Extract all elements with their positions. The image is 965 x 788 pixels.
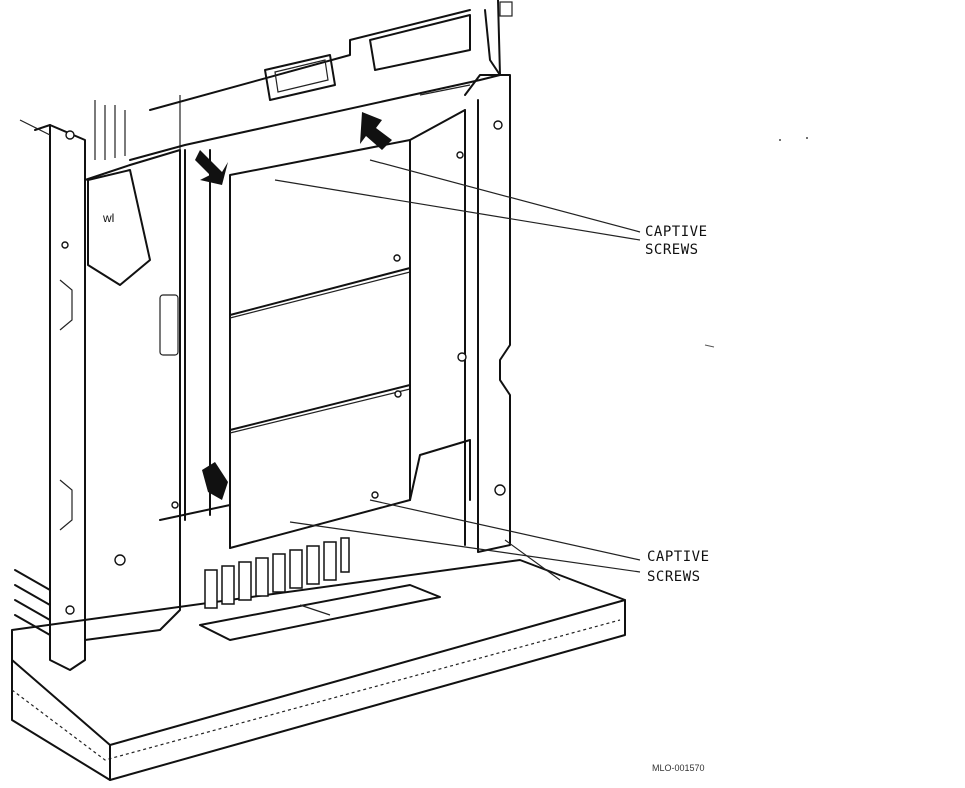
leader-lines bbox=[274, 159, 641, 581]
svg-text:wl: wl bbox=[102, 211, 114, 225]
vent-grille bbox=[204, 537, 350, 609]
top-housing bbox=[129, 0, 513, 161]
figure-id: MLO-001570 bbox=[652, 763, 705, 773]
callout-top-line1: CAPTIVE bbox=[645, 224, 708, 240]
arrow-top-right bbox=[360, 112, 392, 150]
removal-arrows bbox=[195, 112, 392, 500]
leader-top-a bbox=[274, 179, 641, 241]
callout-top: CAPTIVE SCREWS bbox=[645, 224, 708, 258]
arrow-top-left bbox=[195, 150, 228, 185]
left-enclosure bbox=[14, 119, 86, 671]
left-bracket: wl bbox=[84, 95, 181, 641]
base-plinth bbox=[11, 559, 626, 781]
callout-bottom: CAPTIVE SCREWS bbox=[647, 549, 710, 585]
leader-bottom-a bbox=[369, 499, 641, 561]
leader-top-b bbox=[369, 159, 641, 233]
back-panel bbox=[159, 139, 471, 549]
callout-top-line2: SCREWS bbox=[645, 242, 699, 258]
arrow-bottom-left bbox=[202, 462, 228, 500]
callout-bottom-line1: CAPTIVE bbox=[647, 549, 710, 565]
right-rail bbox=[409, 74, 511, 553]
leader-bottom-b bbox=[289, 521, 641, 573]
callout-bottom-line2: SCREWS bbox=[647, 569, 701, 585]
